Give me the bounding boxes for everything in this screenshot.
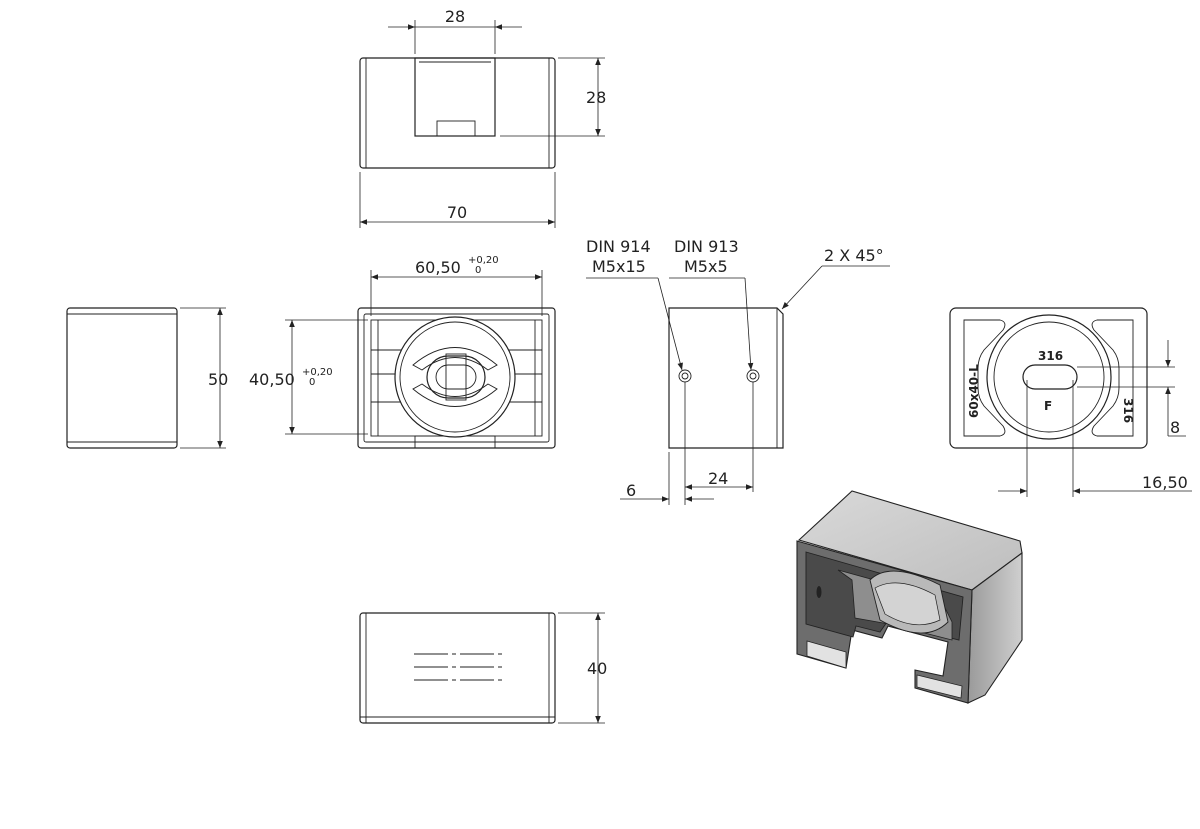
marking-side: 316: [1121, 398, 1135, 423]
marking-letter: F: [1044, 399, 1052, 413]
side-dim-offset: 6: [626, 481, 636, 500]
front-view-dim-height-tol-lower: 0: [309, 377, 315, 388]
right-view-dim-width: 16,50: [1142, 473, 1188, 492]
marking-top: 316: [1038, 349, 1063, 363]
marking-size: 60x40-L: [967, 364, 981, 418]
left-view-dim-height: 50: [208, 370, 228, 389]
front-view-dim-height: 40,50: [249, 370, 295, 389]
front-view-dim-width-tol-upper: +0,20: [468, 255, 499, 266]
top-view: 28 28 70: [359, 7, 606, 228]
right-view-dim-height: 8: [1170, 418, 1180, 437]
front-view-dim-height-tol-upper: +0,20: [302, 367, 333, 378]
top-view-dim-overall: 70: [447, 203, 467, 222]
top-view-dim-height: 28: [586, 88, 606, 107]
front-view-dim-width-tol-lower: 0: [475, 265, 481, 276]
screw1-line1: DIN 914: [586, 237, 651, 256]
front-view: 60,50 +0,20 0 40,50 +0,20 0: [249, 255, 556, 449]
chamfer-label: 2 X 45°: [824, 246, 884, 265]
right-view: 316 F 316 60x40-L 8 16,50: [949, 307, 1192, 497]
front-view-dim-width: 60,50: [415, 258, 461, 277]
bottom-view: 40: [359, 612, 607, 724]
side-view: DIN 914 M5x15 DIN 913 M5x5 2 X 45° 6 24: [586, 237, 890, 505]
isometric-view: [796, 490, 1023, 704]
screw1-line2: M5x15: [592, 257, 646, 276]
top-view-dim-width: 28: [445, 7, 465, 26]
bottom-view-dim-height: 40: [587, 659, 607, 678]
screw2-line1: DIN 913: [674, 237, 739, 256]
left-view: 50: [66, 307, 228, 449]
side-dim-spacing: 24: [708, 469, 728, 488]
screw2-line2: M5x5: [684, 257, 728, 276]
